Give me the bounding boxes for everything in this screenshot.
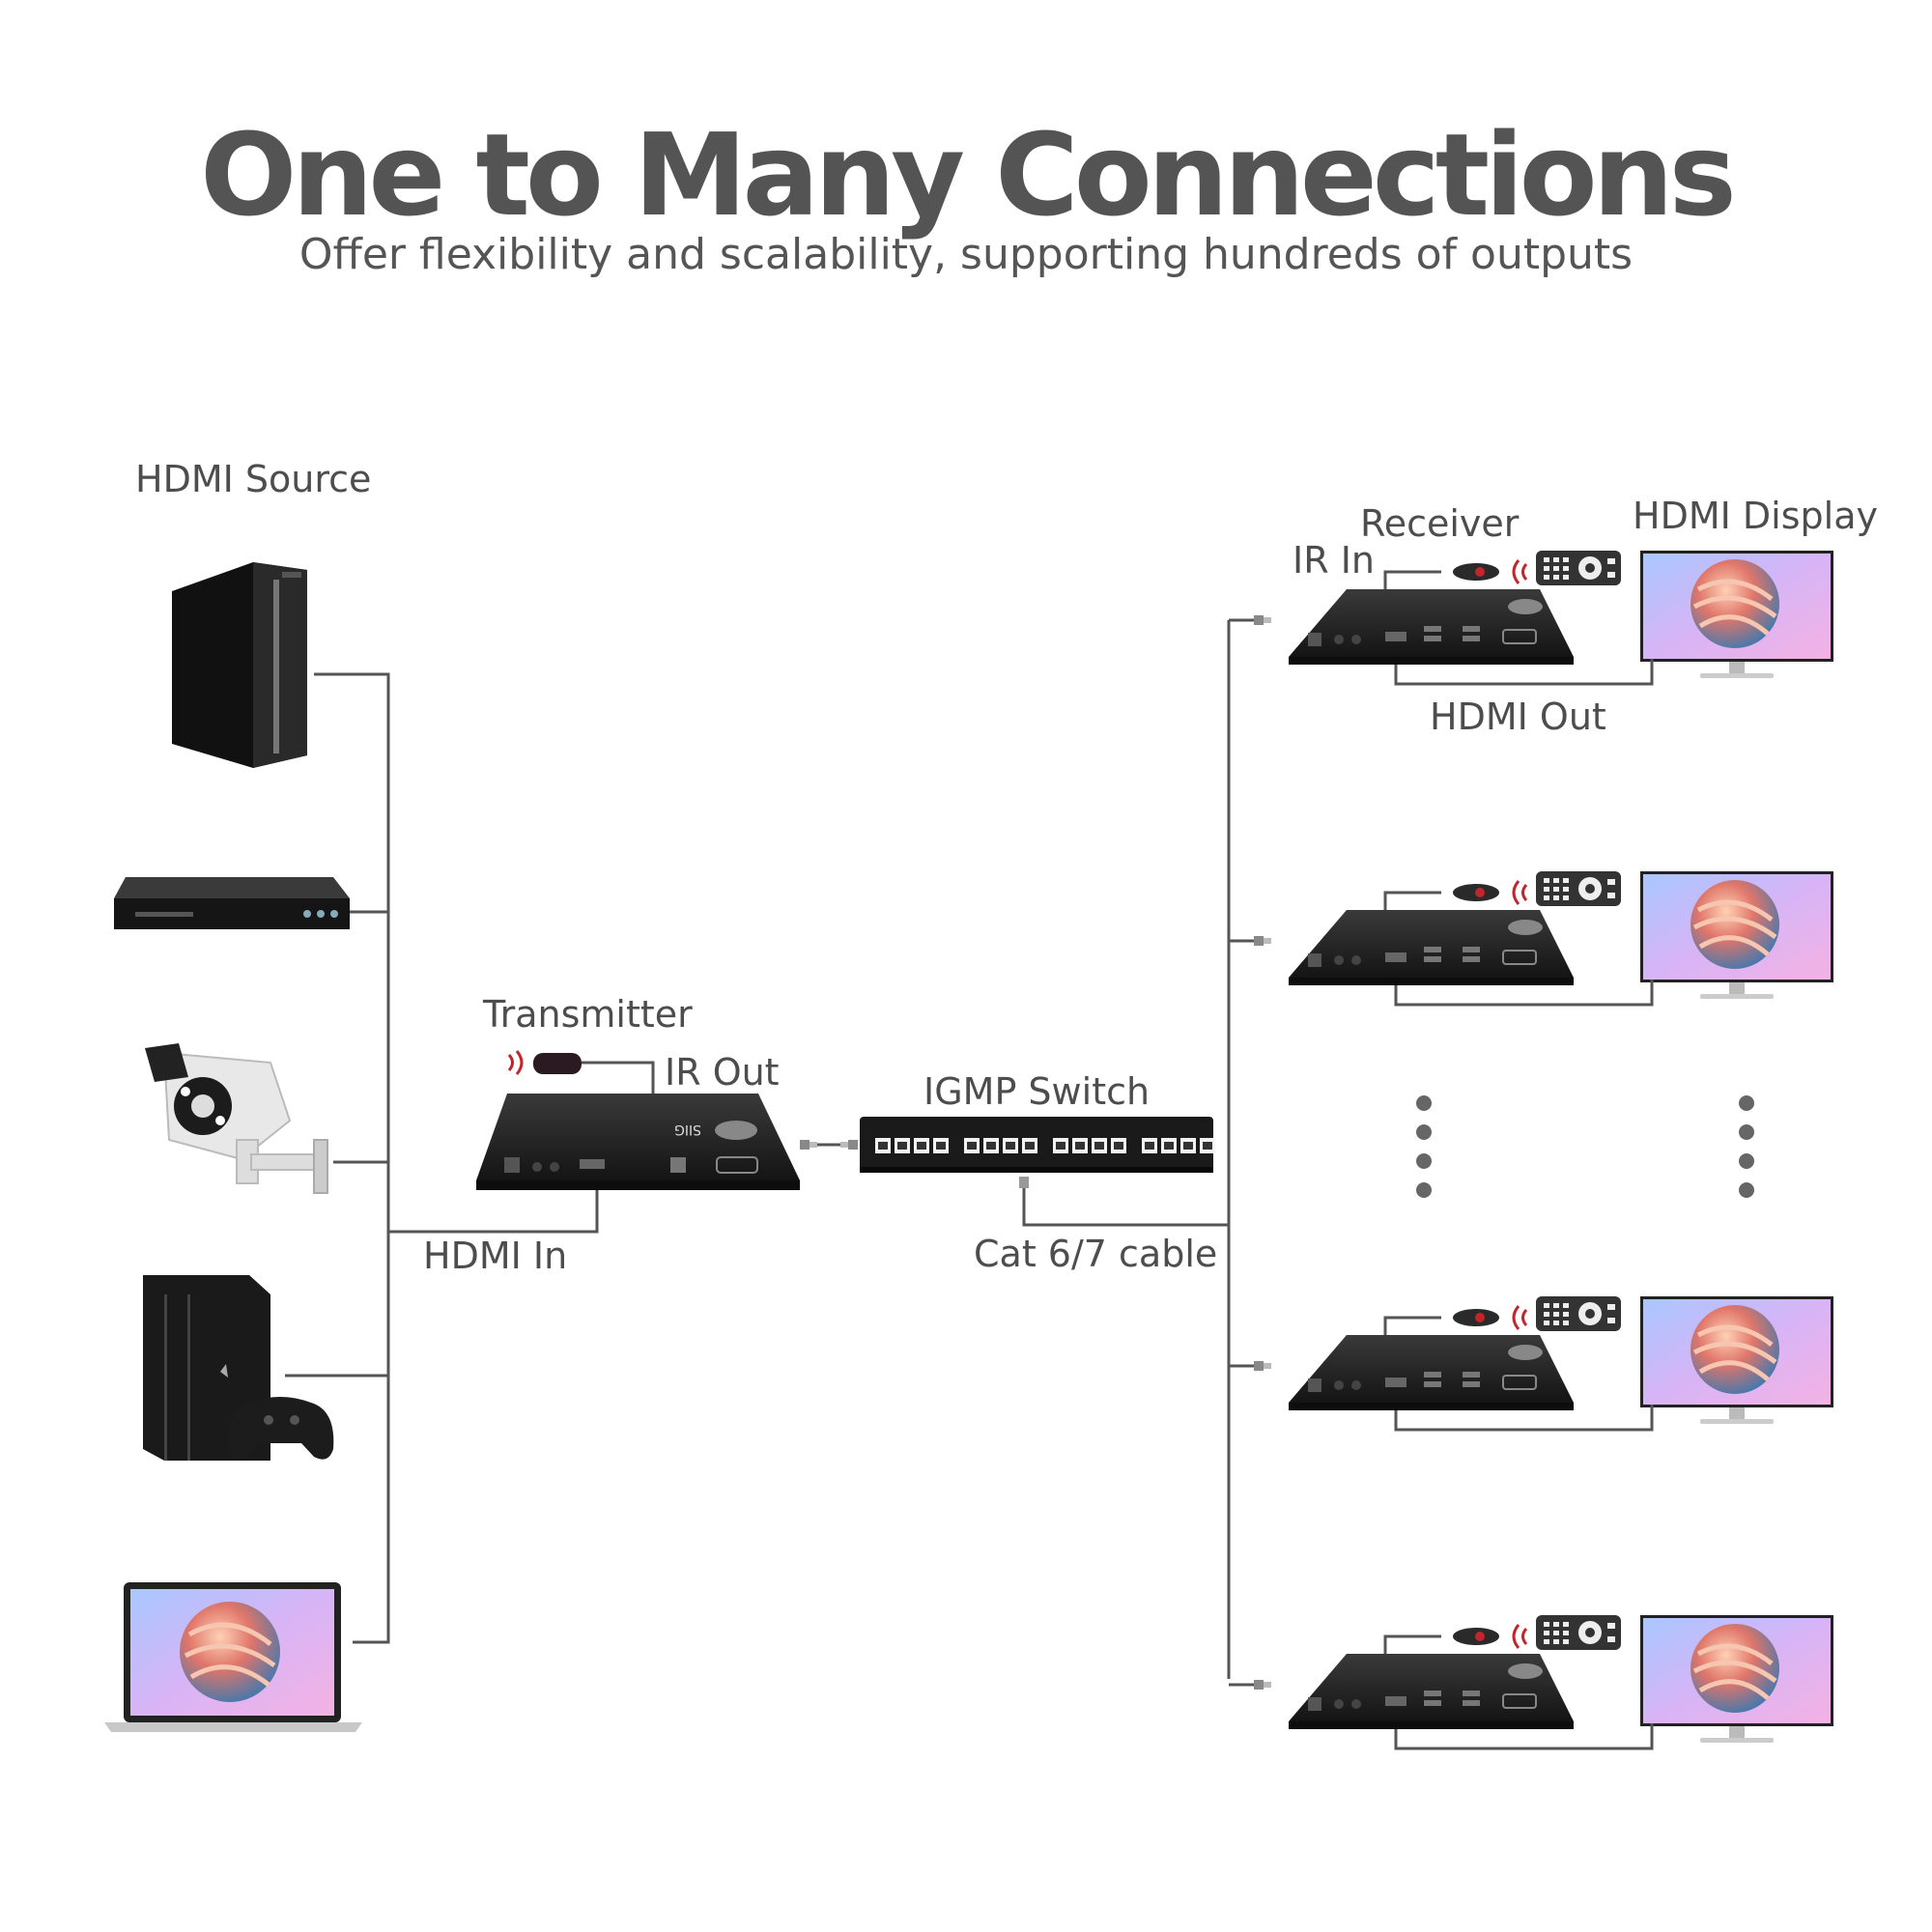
igmp-switch-device <box>860 1117 1215 1173</box>
switch-port-socket <box>917 1142 926 1150</box>
igmp-switch-label: IGMP Switch <box>923 1070 1151 1113</box>
switch-ports <box>875 1138 1215 1153</box>
switch-port-socket <box>986 1142 996 1150</box>
ir-in-cable <box>1383 1634 1441 1654</box>
hdmi-out-cable <box>1394 980 1654 1007</box>
cat-cable-label: Cat 6/7 cable <box>974 1233 1218 1275</box>
switch-port-socket <box>897 1142 907 1150</box>
ir-in-label: IR In <box>1293 539 1375 582</box>
hdmi-display-icon <box>1640 1296 1833 1424</box>
switch-port-socket <box>878 1142 888 1150</box>
rj45-connector <box>1254 1361 1271 1371</box>
more-receivers-ellipsis <box>1416 1095 1432 1198</box>
ir-in-cable <box>1383 1316 1441 1335</box>
hdmi-out-label: HDMI Out <box>1430 696 1606 738</box>
transmitter-brand: SIIG <box>674 1122 701 1137</box>
pc-tower-icon <box>172 562 307 768</box>
remote-control-icon <box>1536 551 1621 585</box>
hdmi-source-label: HDMI Source <box>135 458 372 500</box>
switch-port-socket <box>967 1142 977 1150</box>
switch-port-socket <box>1075 1142 1085 1150</box>
ir-receiver-led <box>1475 1632 1485 1641</box>
receiver-device <box>1288 909 1575 986</box>
receiver-device <box>1288 588 1575 666</box>
hdmi-display-icon <box>1640 1615 1833 1743</box>
hdmi-display-icon <box>1640 551 1833 678</box>
transmitter-device: SIIG <box>476 1094 800 1190</box>
page-title: One to Many Connections <box>200 108 1737 242</box>
switch-port-socket <box>1006 1142 1015 1150</box>
ir-receiver-led <box>1475 567 1485 577</box>
receiver-device <box>1288 1334 1575 1411</box>
rj45-connector <box>1254 936 1271 946</box>
security-camera-icon <box>145 1043 328 1194</box>
switch-port-socket <box>1203 1142 1212 1150</box>
hdmi-out-cable <box>1394 1723 1654 1750</box>
receiver-device <box>1288 1653 1575 1730</box>
hdmi-in-label: HDMI In <box>423 1235 568 1277</box>
switch-port-socket <box>1025 1142 1035 1150</box>
ir-out-label: IR Out <box>665 1051 780 1094</box>
receiver-row <box>1229 1296 1833 1432</box>
hdmi-display-label: HDMI Display <box>1633 495 1878 537</box>
more-displays-ellipsis <box>1739 1095 1754 1198</box>
switch-uplink-line <box>1022 620 1231 1679</box>
ir-receiver-led <box>1475 1313 1485 1322</box>
remote-control-icon <box>1536 1296 1621 1331</box>
hdmi-display-icon <box>1640 871 1833 999</box>
hdmi-out-cable <box>1394 659 1654 686</box>
ir-signal-icon <box>1512 1623 1528 1650</box>
switch-port-socket <box>1056 1142 1065 1150</box>
switch-port-socket <box>1145 1142 1154 1150</box>
hdmi-out-cable <box>1394 1405 1654 1432</box>
page-subtitle: Offer flexibility and scalability, suppo… <box>298 230 1634 279</box>
transmitter-label: Transmitter <box>483 993 693 1036</box>
remote-control-icon <box>1536 1615 1621 1650</box>
switch-port-socket <box>1094 1142 1104 1150</box>
switch-uplink-connector <box>1019 1177 1029 1188</box>
remote-control-icon <box>1536 871 1621 906</box>
ir-in-cable <box>1383 891 1441 910</box>
dvd-player-icon <box>114 877 350 929</box>
rj45-connector <box>1254 1680 1271 1690</box>
switch-port-socket <box>936 1142 946 1150</box>
receiver-row <box>1229 1615 1833 1750</box>
switch-port-socket <box>1114 1142 1123 1150</box>
switch-port-socket <box>1164 1142 1174 1150</box>
receiver-row <box>1229 551 1833 686</box>
receiver-rows <box>1229 551 1833 1750</box>
game-console-icon <box>143 1275 334 1461</box>
switch-port-socket <box>1183 1142 1193 1150</box>
laptop-icon <box>104 1582 362 1732</box>
ir-signal-icon <box>1512 879 1528 906</box>
rj45-connector <box>1254 615 1271 625</box>
transmitter-switch-link <box>800 1140 858 1150</box>
source-cable-lines <box>285 672 599 1644</box>
ir-emitter-icon <box>507 1049 655 1094</box>
receiver-row <box>1229 871 1833 1007</box>
ir-signal-icon <box>1512 558 1528 585</box>
receiver-label: Receiver <box>1360 502 1520 545</box>
ir-receiver-led <box>1475 888 1485 897</box>
ir-in-cable <box>1383 570 1441 589</box>
ir-signal-icon <box>1512 1304 1528 1331</box>
